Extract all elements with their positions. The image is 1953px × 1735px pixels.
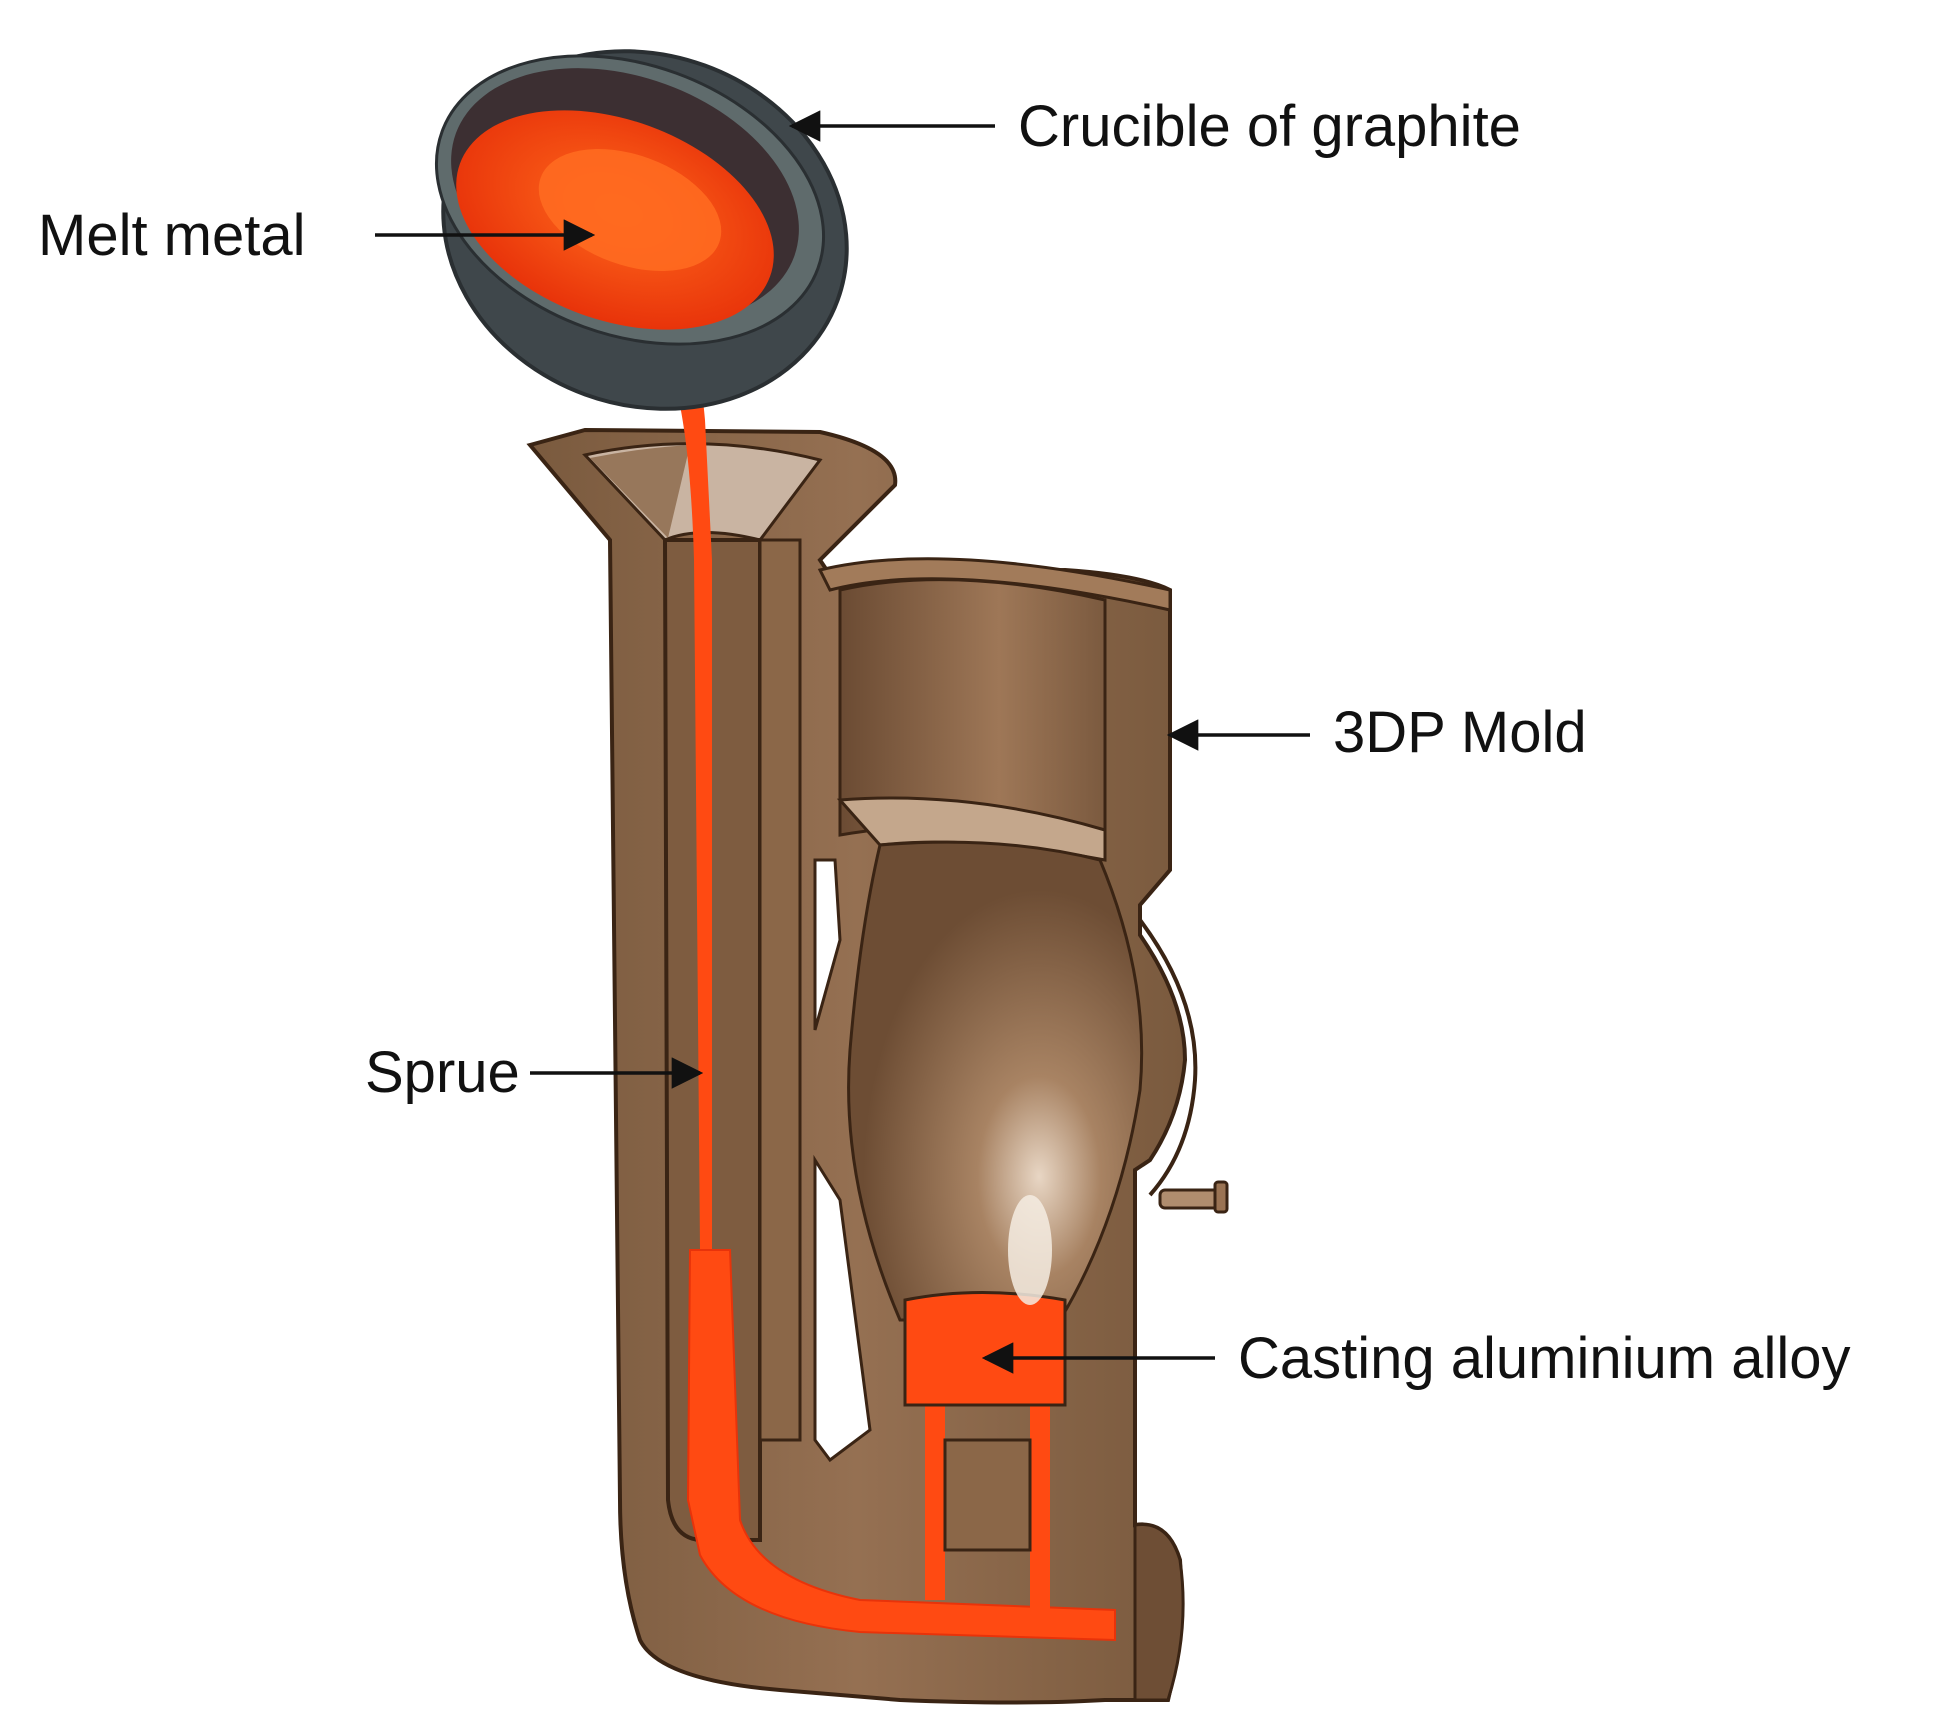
sprue-label: Sprue <box>365 1040 520 1105</box>
casting-label: Casting aluminium alloy <box>1238 1326 1851 1391</box>
runner-fill <box>686 1249 1116 1642</box>
gate-fill-right <box>1030 1400 1050 1610</box>
bulb-highlight <box>1008 1195 1052 1305</box>
mold-3dp <box>526 427 1229 1705</box>
annotation-arrows <box>375 110 1310 1374</box>
pour-stream <box>668 330 712 1250</box>
mold-foot <box>1133 1522 1185 1702</box>
mold-bulge <box>1138 918 1198 1197</box>
side-opening-upper <box>813 858 842 1031</box>
melt-metal-label: Melt metal <box>38 203 306 268</box>
crucible <box>434 49 849 411</box>
gate-fill <box>925 1400 945 1600</box>
mold-label: 3DP Mold <box>1333 700 1587 765</box>
divider-wall <box>758 538 802 1442</box>
vent-pin-end <box>1213 1180 1229 1214</box>
gate-window <box>943 1438 1032 1552</box>
basin-shade <box>590 445 690 538</box>
crucible-label: Crucible of graphite <box>1018 94 1521 159</box>
casting-fill <box>903 1291 1067 1407</box>
bulb-cavity <box>847 840 1144 1322</box>
side-opening-lower <box>813 1154 872 1463</box>
